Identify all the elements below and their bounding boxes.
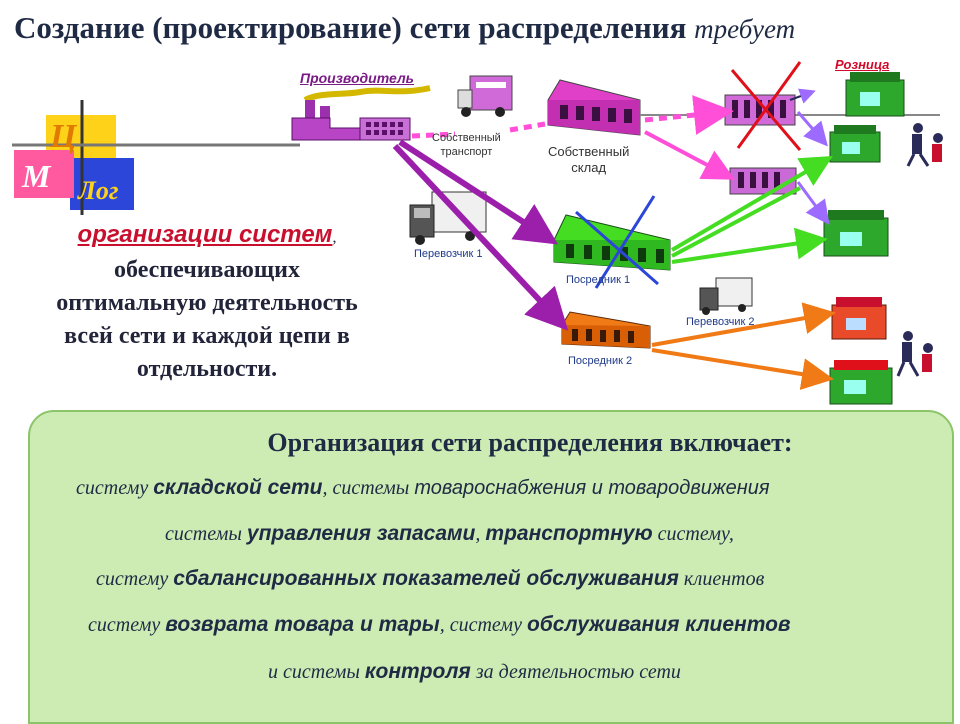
- producer-label: Производитель: [300, 70, 414, 86]
- flow-arrows: [392, 88, 836, 390]
- title-main: Создание (проектирование) сети распредел…: [14, 10, 687, 45]
- small-warehouse-icon: [729, 167, 797, 195]
- title-tail: требует: [694, 14, 796, 44]
- carrier2-label: Перевозчик 2: [686, 316, 755, 328]
- panel-line-4: систему возврата товара и тары, систему …: [88, 613, 791, 636]
- intermediary1-label: Посредник 1: [566, 274, 631, 286]
- own-transport-label: Собственный транспорт: [432, 132, 501, 158]
- panel-line-3: систему сбалансированных показателей обс…: [96, 567, 765, 590]
- organization-accent: организации систем: [77, 221, 333, 248]
- organization-text: организации систем, обеспечивающих оптим…: [56, 221, 358, 382]
- retail-store-5: [829, 360, 893, 405]
- retail-store-4: [831, 297, 887, 340]
- customers-top-icon: [906, 123, 943, 167]
- distribution-network-diagram: [12, 61, 943, 405]
- own-truck-icon: [457, 75, 513, 117]
- retail-store-1: [845, 72, 905, 117]
- carrier1-label: Перевозчик 1: [414, 248, 483, 260]
- carrier2-truck-icon: [699, 277, 753, 315]
- producer-factory: [291, 85, 431, 141]
- intermediary1-warehouse-icon: [553, 195, 671, 289]
- retail-store-3: [823, 210, 889, 257]
- retail-label: Розница: [835, 57, 890, 72]
- crossed-warehouse-top-icon: [724, 61, 802, 151]
- logo-cml: [12, 100, 300, 215]
- retail-stores: [823, 72, 905, 405]
- retail-store-2: [829, 125, 881, 163]
- logo-letter-log: Лог: [78, 176, 119, 205]
- own-warehouse-label: Собственный склад: [548, 144, 630, 175]
- logo-letter-c: Ц: [50, 118, 77, 155]
- distribution-organization-panel: [28, 410, 954, 724]
- panel-heading: Организация сети распределения включает:: [267, 428, 793, 457]
- logo-letter-m: М: [22, 158, 51, 194]
- panel-line-5: и системы контроля за деятельностью сети: [268, 660, 681, 683]
- panel-line-2: системы управления запасами, транспортну…: [165, 522, 734, 545]
- own-warehouse-icon: [547, 79, 641, 136]
- panel-line-1: систему складской сети, системы товаросн…: [76, 476, 770, 499]
- intermediary2-label: Посредник 2: [568, 355, 633, 367]
- customers-bottom-icon: [896, 331, 933, 377]
- slide-title: Создание (проектирование) сети распредел…: [14, 10, 954, 46]
- intermediary2-warehouse-icon: [561, 311, 651, 349]
